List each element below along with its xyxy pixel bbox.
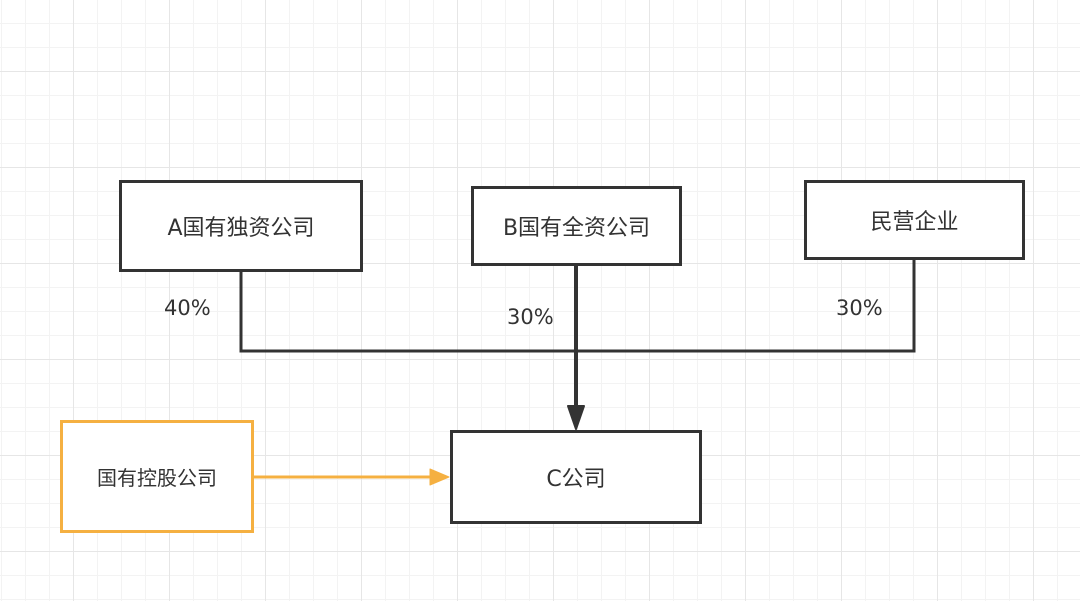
node-company-c[interactable]: C公司 [450,430,702,524]
share-label-private-enterprise: 30% [836,296,883,320]
node-state-holding-company[interactable]: 国有控股公司 [60,420,254,533]
node-private-enterprise[interactable]: 民营企业 [804,180,1025,260]
orange-arrowhead-to-c [429,468,450,486]
node-company-c-label: C公司 [546,467,606,492]
node-state-holding-company-label: 国有控股公司 [97,466,217,490]
arrowhead-to-c [567,405,585,430]
share-label-company-a: 40% [164,296,211,320]
node-private-enterprise-label: 民营企业 [870,210,959,235]
connector-a-to-bus [239,272,576,353]
node-company-b-label: B国有全资公司 [502,216,651,241]
connector-private-to-bus [576,260,916,353]
node-company-a[interactable]: A国有独资公司 [119,180,363,272]
node-company-a-label: A国有独资公司 [167,216,315,241]
share-label-company-b: 30% [507,305,554,329]
node-company-b[interactable]: B国有全资公司 [471,186,682,266]
